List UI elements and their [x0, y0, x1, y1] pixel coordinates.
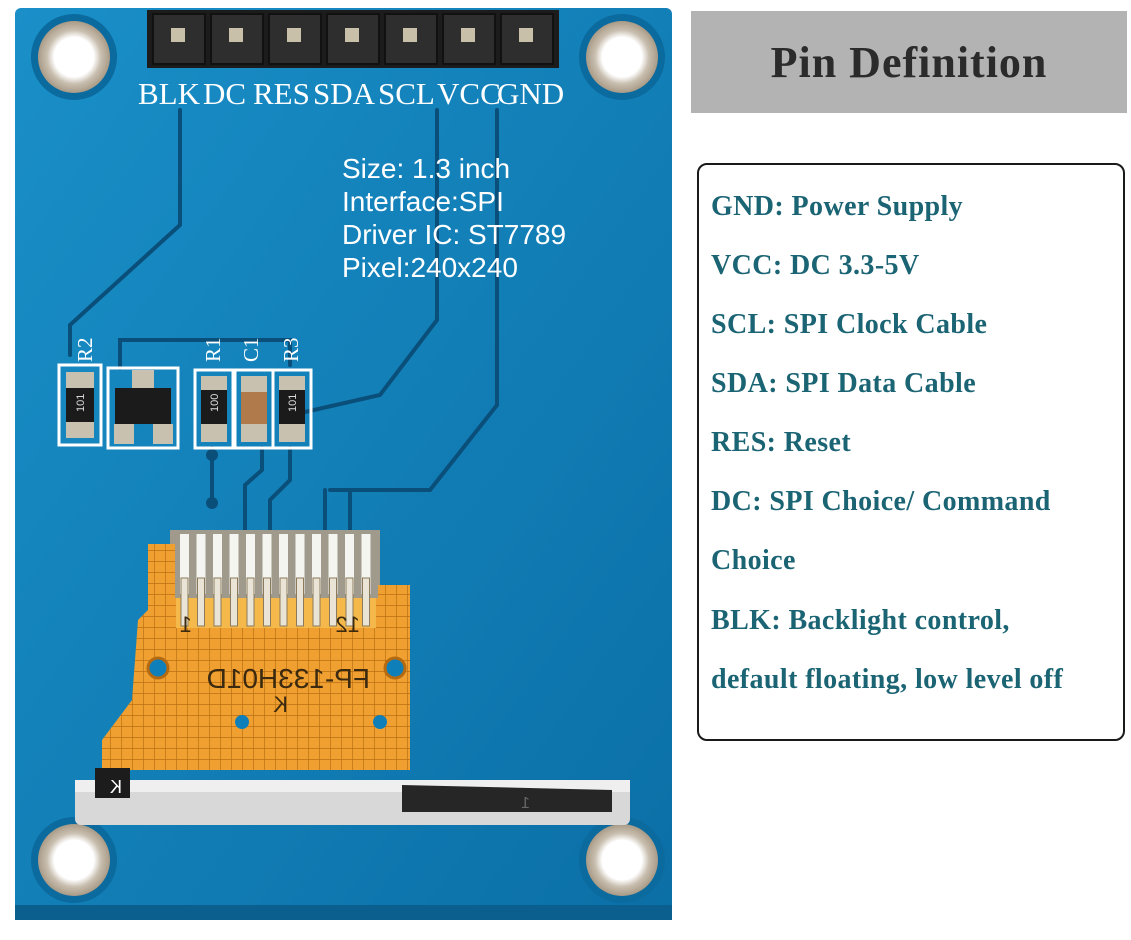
mounting-hole-icon: [579, 817, 665, 903]
flex-pin-last: 12: [336, 612, 360, 637]
def-gnd: GND: Power Supply: [711, 191, 964, 222]
def-sda: SDA: SPI Data Cable: [711, 368, 977, 399]
pin-label-gnd: GND: [497, 76, 564, 111]
def-res: RES: Reset: [711, 427, 852, 458]
spec-interface: Interface:SPI: [342, 186, 504, 217]
svg-text:101: 101: [75, 394, 87, 412]
label-r2: R2: [73, 337, 97, 362]
pin-label-sda: SDA: [313, 76, 376, 111]
pin-label-res: RES: [253, 76, 310, 111]
def-vcc: VCC: DC 3.3-5V: [711, 250, 920, 281]
label-r1: R1: [201, 337, 225, 362]
solder-pads: [180, 534, 371, 594]
pin-label-scl: SCL: [378, 76, 435, 111]
pin-label-dc: DC: [203, 76, 246, 111]
svg-text:K: K: [110, 777, 122, 797]
lcd-module-photo: BLK DC RES SDA SCL VCC GND Size: 1.3 inc…: [15, 8, 672, 920]
resistor-r3: 101: [271, 368, 313, 450]
def-scl: SCL: SPI Clock Cable: [711, 309, 988, 340]
resistor-r1: 100: [193, 368, 235, 450]
capacitor-c1: [233, 368, 275, 450]
pcb-traces: [68, 108, 499, 532]
pin-label-vcc: VCC: [437, 76, 501, 111]
display-edge-mark: 1: [521, 795, 530, 812]
def-blk: BLK: Backlight control,: [711, 605, 1010, 636]
pin-header: [147, 10, 559, 68]
flex-part-number: FP-133H01D: [207, 663, 370, 694]
pin-definition-header: Pin Definition: [691, 11, 1127, 113]
mounting-hole-icon: [31, 817, 117, 903]
svg-text:101: 101: [287, 394, 299, 412]
label-c1: C1: [239, 337, 263, 362]
def-dc-cont: Choice: [711, 545, 796, 576]
pin-definition-title: Pin Definition: [770, 37, 1048, 87]
flex-pin-first: 1: [180, 612, 192, 637]
def-dc: DC: SPI Choice/ Command: [711, 486, 1051, 517]
resistor-r2: 101: [57, 363, 103, 447]
flex-mark: K: [273, 692, 288, 717]
def-blk-cont: default floating, low level off: [711, 664, 1064, 695]
spec-size: Size: 1.3 inch: [342, 153, 510, 184]
flex-leads: [180, 577, 370, 627]
spec-driver: Driver IC: ST7789: [342, 219, 566, 250]
mounting-hole-icon: [579, 14, 665, 100]
spec-pixel: Pixel:240x240: [342, 252, 518, 283]
pin-label-blk: BLK: [138, 76, 201, 111]
display-glass: K 1: [75, 768, 630, 825]
transistor: [106, 366, 180, 450]
pin-definition-panel: GND: Power Supply VCC: DC 3.3-5V SCL: SP…: [697, 163, 1125, 741]
label-r3: R3: [279, 337, 303, 362]
svg-text:100: 100: [209, 394, 221, 412]
mounting-hole-icon: [31, 14, 117, 100]
